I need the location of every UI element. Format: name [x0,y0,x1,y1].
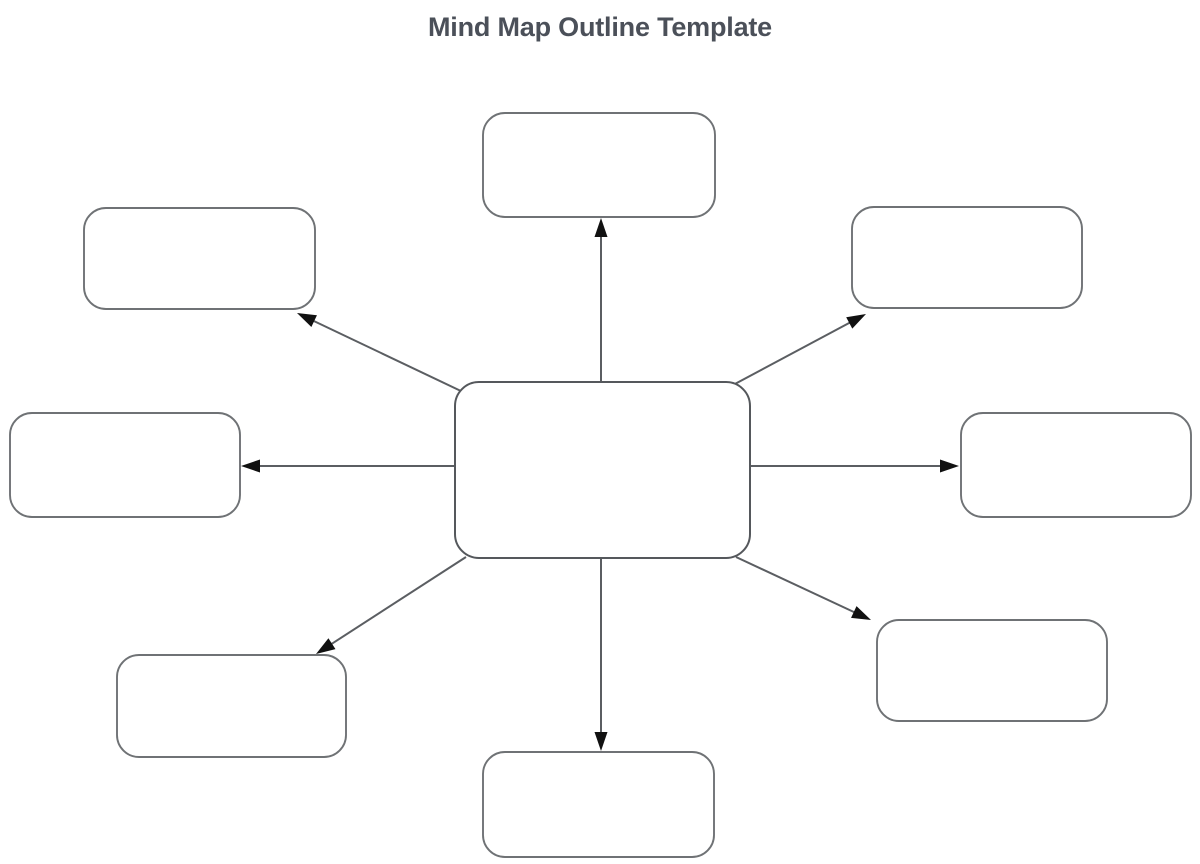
node-branch-top-left-shape[interactable] [83,207,316,310]
connectors-layer [241,218,959,751]
connector-right-arrowhead-icon [940,459,959,473]
node-branch-bottom-left-shape[interactable] [116,654,347,758]
node-branch-right-shape[interactable] [960,412,1192,518]
node-branch-bottom-right-shape[interactable] [876,619,1108,722]
connector-top-right-line [732,320,853,386]
node-branch-top-shape[interactable] [482,112,716,218]
connector-top [594,218,608,382]
connector-top-left-line [311,318,464,393]
connector-left-arrowhead-icon [241,459,260,473]
connector-bottom-right-line [735,556,857,615]
node-branch-top-left[interactable] [83,207,316,310]
node-branch-top-right-shape[interactable] [851,206,1083,309]
node-center-shape[interactable] [454,381,751,559]
connector-bottom-arrowhead-icon [594,732,608,751]
node-branch-left-shape[interactable] [9,412,241,518]
connector-bottom-left [316,556,467,654]
connector-bottom-left-arrowhead-icon [316,638,336,654]
connector-top-right [732,314,866,386]
node-branch-bottom-left[interactable] [116,654,347,758]
node-branch-right[interactable] [960,412,1192,518]
node-branch-bottom-shape[interactable] [482,751,715,858]
connector-top-left-arrowhead-icon [297,313,317,328]
connector-left [241,459,455,473]
connector-bottom [594,558,608,751]
connector-top-arrowhead-icon [594,218,608,237]
node-branch-left[interactable] [9,412,241,518]
node-branch-top-right[interactable] [851,206,1083,309]
node-center[interactable] [454,381,751,559]
connector-bottom-right [735,556,871,620]
nodes-layer [9,112,1192,858]
connector-right [750,459,959,473]
node-branch-top[interactable] [482,112,716,218]
connector-top-right-arrowhead-icon [846,314,866,329]
page-title: Mind Map Outline Template [427,12,772,42]
connector-bottom-right-arrowhead-icon [851,606,871,620]
connector-bottom-left-line [328,556,467,647]
node-branch-bottom[interactable] [482,751,715,858]
node-branch-bottom-right[interactable] [876,619,1108,722]
connector-top-left [297,313,464,393]
